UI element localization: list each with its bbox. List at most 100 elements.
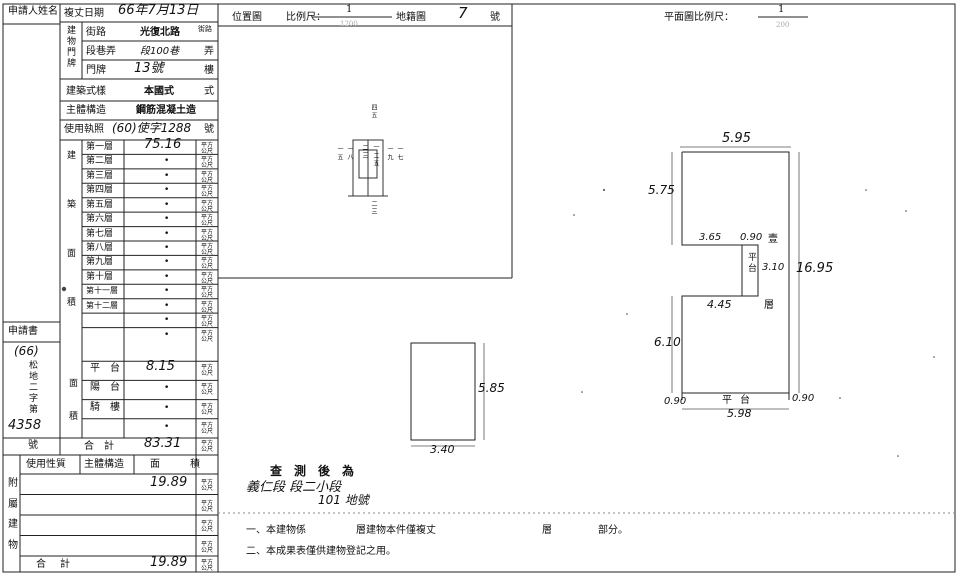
floor-label: 第九層 xyxy=(86,257,114,268)
room-label-platform: 平台 xyxy=(722,395,758,406)
dim-lower-left-height: 6.10 xyxy=(654,335,681,349)
application-number-value: 4358 xyxy=(8,418,42,433)
dim-top-width: 5.95 xyxy=(722,131,751,146)
floor-label: 第四層 xyxy=(86,185,114,196)
floor-label: 第七層 xyxy=(86,228,114,239)
annex-total-label: 合計 xyxy=(36,559,84,570)
floor-unit: 平方公尺 xyxy=(201,315,214,329)
floor-value: • xyxy=(164,329,170,340)
floor-value: • xyxy=(164,286,170,297)
doorplate-group-label: 建物門牌 xyxy=(65,25,75,69)
lane-label: 段巷弄 xyxy=(86,46,116,57)
floor-label: 第二層 xyxy=(86,156,114,167)
note1-c: 層 xyxy=(542,525,552,536)
floor-label: 第十層 xyxy=(86,271,114,282)
room-label-one: 壹 xyxy=(768,234,778,245)
annex-header-area: 面積 xyxy=(150,459,230,470)
sketch-label-inner-right: 一二五 xyxy=(372,144,379,168)
extra-unit: 平方公尺 xyxy=(201,421,214,435)
floor-unit: 平方公尺 xyxy=(201,170,214,184)
floor-unit: 平方公尺 xyxy=(201,185,214,199)
annex-header-use: 使用性質 xyxy=(26,459,66,470)
plan-scale-num: 1 xyxy=(778,4,785,15)
dim-platform-width: 3.40 xyxy=(430,443,455,456)
permit-suffix: 號 xyxy=(204,124,214,135)
extra-label: 騎樓 xyxy=(90,401,130,413)
style-suffix: 式 xyxy=(204,86,214,97)
floor-value: • xyxy=(164,228,170,239)
dim-lower-inner: 4.45 xyxy=(707,298,732,311)
floor-unit: 平方公尺 xyxy=(201,199,214,213)
sketch-label-east: 一七 xyxy=(396,146,403,162)
street-suffix: 街路 xyxy=(198,25,212,33)
dim-bottom-left-offset: 0.90 xyxy=(664,396,687,407)
dim-notch-height: 3.10 xyxy=(762,262,785,273)
extra-value: • xyxy=(164,421,170,432)
annex-unit: 平方公尺 xyxy=(201,479,214,492)
note1-a: 一、本建物係 xyxy=(246,525,306,536)
sketch-label-east-2: 一九 xyxy=(386,146,393,162)
extra-label: 平台 xyxy=(90,363,130,375)
cadastral-map-suffix: 號 xyxy=(490,12,500,23)
date-label: 複丈日期 xyxy=(64,8,104,19)
plan-scale-label: 平面圖比例尺： xyxy=(664,12,734,23)
room-label-notch: 平台 xyxy=(746,252,756,274)
plan-scale-den: 200 xyxy=(776,21,790,29)
number-suffix: 樓 xyxy=(204,65,214,76)
location-label: 位置圖 xyxy=(232,12,262,23)
floor-unit: 平方公尺 xyxy=(201,214,214,228)
annex-unit: 平方公尺 xyxy=(201,520,214,533)
street-label: 街路 xyxy=(86,27,106,38)
dim-bottom-width: 5.98 xyxy=(727,407,752,420)
application-label: 申請書 xyxy=(8,326,38,337)
total-value: 83.31 xyxy=(144,436,182,451)
total-label: 合計 xyxy=(84,441,124,452)
dim-upper-left-height: 5.75 xyxy=(648,183,675,197)
annex-side-label: 附 xyxy=(8,478,18,489)
note1-b: 層建物本件僅複丈 xyxy=(356,525,436,536)
sketch-label-inner-left: 二三 xyxy=(361,144,368,160)
lane-suffix: 弄 xyxy=(204,46,214,57)
location-sketch xyxy=(348,139,388,197)
floor-label: 第五層 xyxy=(86,199,114,210)
dim-notch-gap: 0.90 xyxy=(740,232,763,243)
extra-unit: 平方公尺 xyxy=(201,402,214,416)
structure-value: 鋼筋混凝土造 xyxy=(136,105,196,116)
floor-unit: 平方公尺 xyxy=(201,228,214,242)
floor-value: • xyxy=(164,271,170,282)
dim-total-height: 16.95 xyxy=(796,261,834,276)
total-unit: 平方公尺 xyxy=(201,440,214,453)
extra-value: • xyxy=(164,383,170,394)
floor-value: • xyxy=(164,300,170,311)
application-number-prefix: (66) xyxy=(14,344,39,358)
location-scale-label: 比例尺： xyxy=(286,12,326,23)
floor-label: 第六層 xyxy=(86,214,114,225)
floor-label: 第十二層 xyxy=(86,300,118,310)
application-number-suffix: 號 xyxy=(28,440,38,451)
annex-header-structure: 主體構造 xyxy=(84,459,124,470)
style-label: 建築式樣 xyxy=(66,86,106,97)
annex-side-label: 屬 xyxy=(8,498,18,510)
permit-label: 使用執照 xyxy=(64,124,104,135)
floor-label: 第十一層 xyxy=(86,286,118,296)
survey-title: 查測後為 xyxy=(270,464,367,478)
sketch-label-north: 四五 xyxy=(370,104,377,120)
extra-unit: 平方公尺 xyxy=(201,383,214,397)
floor-unit: 平方公尺 xyxy=(201,257,214,271)
annex-unit: 平方公尺 xyxy=(201,540,214,554)
floor-value: • xyxy=(164,185,170,196)
floor-label: 第八層 xyxy=(86,243,114,253)
dim-notch-width: 3.65 xyxy=(699,232,722,243)
sketch-label-south: 二三 xyxy=(370,200,377,216)
floor-value: • xyxy=(164,257,170,268)
floor-plan xyxy=(410,151,790,441)
applicant-label: 申請人姓名 xyxy=(8,6,58,17)
date-value: 66年7月13日 xyxy=(118,3,199,18)
floor-value: 75.16 xyxy=(144,137,182,152)
sketch-label-west: 一五 xyxy=(336,146,343,162)
extra-group-label: 面積 xyxy=(67,378,77,444)
structure-label: 主體構造 xyxy=(66,105,106,116)
street-value: 光復北路 xyxy=(140,27,180,38)
floor-value: • xyxy=(164,199,170,210)
floor-unit: 平方公尺 xyxy=(201,142,214,155)
